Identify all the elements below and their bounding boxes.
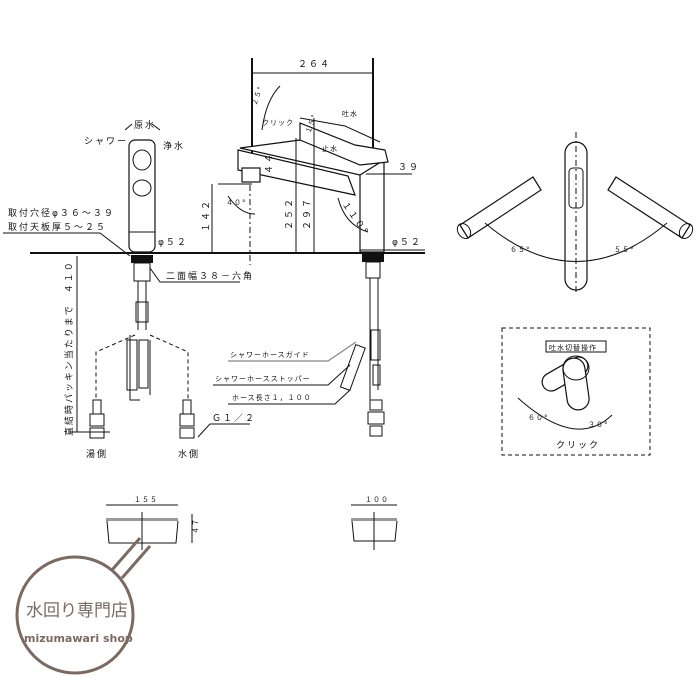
- cap-left-width: １５５: [134, 496, 158, 504]
- label-hot-side: 湯側: [86, 448, 108, 460]
- angle-30: ３０°: [588, 421, 609, 429]
- side-view: ２６４ １４２ ４０° ２５° クリック １５° 吐水 止水 ２５２ ２９７ ４…: [202, 58, 425, 437]
- label-purified: 浄水: [163, 140, 185, 152]
- front-view: 原水 シャワー 浄水 取付穴径φ３６～３９ 取付天板厚５～２５ φ５２ 二面幅３…: [3, 119, 256, 460]
- hot-side-fitting: [89, 399, 105, 439]
- cap-right-width: １００: [365, 496, 389, 504]
- dim-spout-height: １４２: [202, 199, 212, 232]
- label-counter-thickness: 取付天板厚５～２５: [8, 221, 107, 233]
- angle-40: ４０°: [226, 199, 247, 207]
- label-hex-width: 二面幅３８－六角: [166, 270, 254, 282]
- label-packing-height: 直結時パッキン当たりまで ４１０: [63, 260, 75, 436]
- dim-44: ４４: [265, 152, 275, 174]
- dim-height-252: ２５２: [285, 197, 295, 230]
- cap-left-height: ４７: [192, 518, 200, 534]
- angle-55: ５５°: [614, 246, 635, 254]
- label-shower: シャワー: [84, 137, 128, 147]
- label-stop-water: 止水: [322, 144, 338, 153]
- label-hose-guide: シャワーホースガイド: [230, 350, 310, 359]
- label-thread: Ｇ１／２: [212, 413, 256, 424]
- label-mount-hole: 取付穴径φ３６～３９: [8, 207, 115, 219]
- dim-39: ３９: [398, 163, 420, 173]
- label-cold-side: 水側: [178, 448, 200, 460]
- cap-right: １００: [351, 496, 398, 550]
- label-click-side: クリック: [262, 119, 294, 127]
- dim-width: ２６４: [298, 60, 331, 70]
- watermark-logo: 水回り専門店 mizumawari shop: [15, 537, 152, 675]
- top-view: ６５° ５５°: [456, 132, 694, 295]
- label-hose-length: ホース長さ１，１００: [232, 394, 312, 402]
- label-raw-water: 原水: [134, 119, 156, 131]
- dim-height-297: ２９７: [303, 197, 313, 230]
- label-spout-water: 吐水: [342, 109, 358, 118]
- label-diameter-front: φ５２: [158, 238, 188, 248]
- watermark-jp: 水回り専門店: [26, 601, 128, 621]
- cap-left: １５５ ４７: [106, 496, 200, 550]
- cold-side-fitting: [179, 399, 195, 439]
- label-hose-stopper: シャワーホースストッパー: [215, 375, 311, 383]
- label-diameter-side: φ５２: [392, 238, 422, 248]
- watermark-en: mizumawari shop: [24, 632, 133, 645]
- lever-operation-detail: 吐水切替操作 ６０° ３０° クリック: [501, 327, 651, 456]
- angle-65: ６５°: [510, 246, 531, 254]
- angle-60: ６０°: [528, 414, 549, 422]
- label-click-detail: クリック: [556, 440, 600, 451]
- lever-detail-title: 吐水切替操作: [549, 343, 597, 352]
